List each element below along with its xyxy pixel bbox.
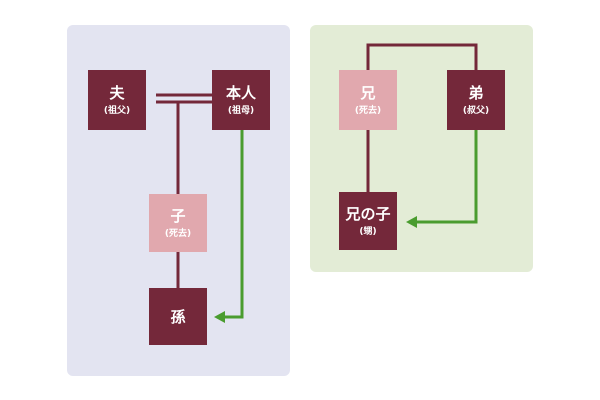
node-elder-brother: 兄 (死去) bbox=[339, 70, 397, 130]
node-elder-brother-name: 兄 bbox=[360, 83, 376, 102]
inheritance-arrow-brother-nephew bbox=[414, 130, 478, 224]
node-younger-brother: 弟 (叔父) bbox=[447, 70, 505, 130]
inheritance-arrow-self-grandchild bbox=[222, 130, 244, 319]
node-younger-brother-name: 弟 bbox=[468, 83, 484, 102]
node-brothers-child-sub: (甥) bbox=[359, 226, 377, 237]
node-child-name: 子 bbox=[170, 206, 186, 225]
node-child-sub: (死去) bbox=[164, 228, 192, 239]
arrowhead-grandchild bbox=[214, 311, 225, 323]
node-child: 子 (死去) bbox=[149, 194, 207, 252]
node-brothers-child: 兄の子 (甥) bbox=[339, 192, 397, 250]
node-husband-sub: (祖父) bbox=[103, 105, 131, 116]
node-husband: 夫 (祖父) bbox=[88, 70, 146, 130]
node-grandchild-name: 孫 bbox=[170, 307, 186, 326]
node-younger-brother-sub: (叔父) bbox=[462, 105, 490, 116]
node-elder-brother-sub: (死去) bbox=[354, 105, 382, 116]
node-self-name: 本人 bbox=[225, 83, 256, 102]
node-brothers-child-name: 兄の子 bbox=[345, 204, 391, 223]
arrowhead-nephew bbox=[406, 216, 417, 228]
node-husband-name: 夫 bbox=[109, 83, 125, 102]
node-self: 本人 (祖母) bbox=[212, 70, 270, 130]
node-grandchild: 孫 bbox=[149, 288, 207, 345]
node-self-sub: (祖母) bbox=[227, 105, 255, 116]
sibling-bracket-line bbox=[366, 43, 478, 70]
